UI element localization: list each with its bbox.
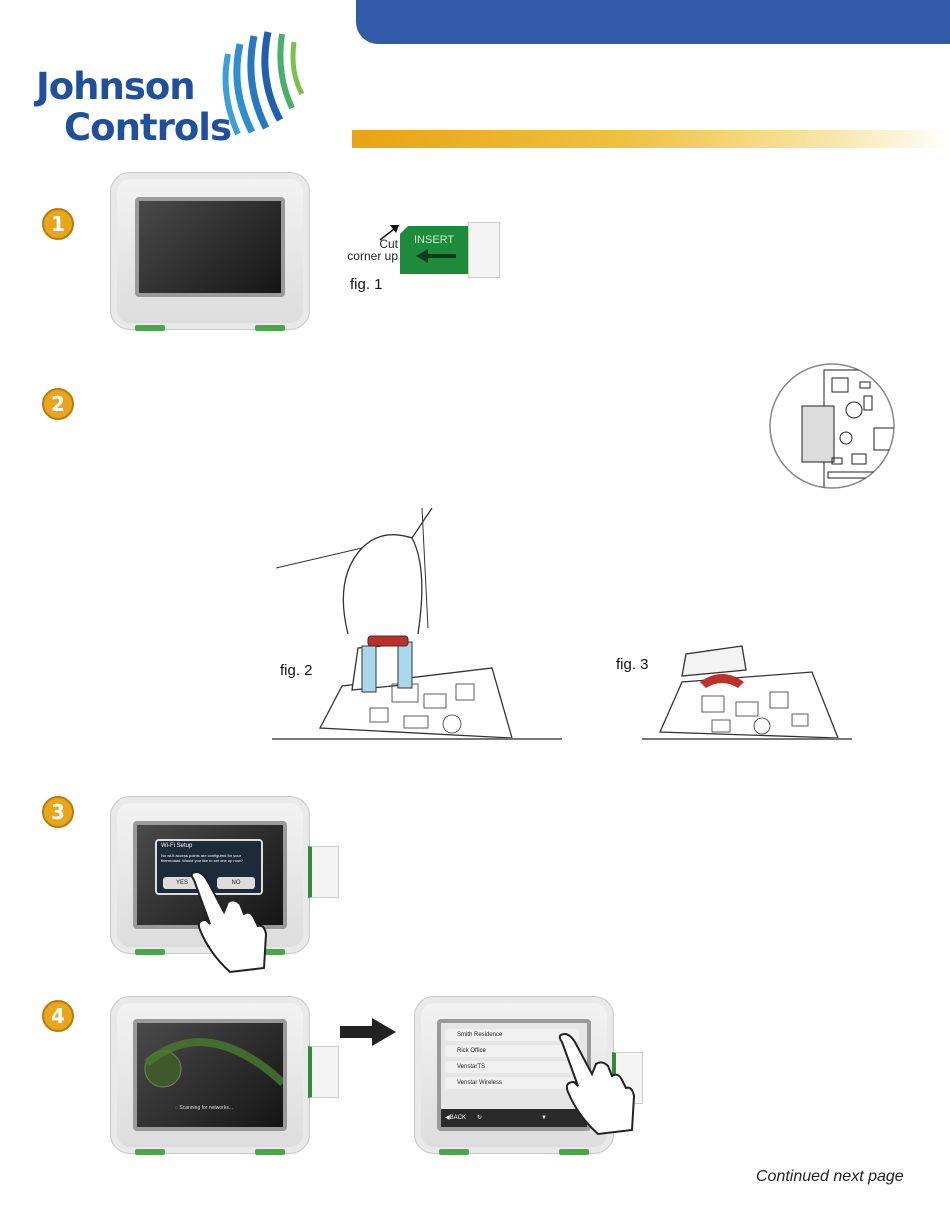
- header-blue-bar: [356, 0, 950, 44]
- step-3-badge: 3: [42, 796, 74, 828]
- header-gold-bar: [352, 130, 950, 148]
- thermostat-screen: [135, 197, 285, 297]
- device-foot-left: [135, 325, 165, 331]
- network-name: Rick Office: [457, 1048, 486, 1054]
- step-4-badge: 4: [42, 1000, 74, 1032]
- thermostat-device-4a: ◌ Scanning for networks...: [110, 996, 310, 1154]
- corner-up-text: corner up: [334, 250, 398, 262]
- logo-swoosh-icon: [218, 24, 310, 142]
- installed-module-tab: [308, 846, 339, 898]
- logo-line-2: Controls: [36, 107, 231, 148]
- dialog-title: Wi-Fi Setup: [161, 843, 192, 849]
- back-button[interactable]: ◀BACK: [445, 1111, 466, 1125]
- card-insert-label: INSERT: [414, 234, 454, 246]
- pointing-hand-icon: [180, 868, 270, 978]
- wifi-module-card: INSERT: [400, 226, 470, 274]
- thermostat-device-1: [110, 172, 310, 330]
- johnson-controls-logo: Johnson Controls: [36, 66, 231, 148]
- scanning-label: Scanning for networks...: [179, 1105, 233, 1111]
- device-foot-left: [135, 1149, 165, 1155]
- scroll-down-icon[interactable]: ▼: [541, 1111, 547, 1125]
- step-2-badge: 2: [42, 388, 74, 420]
- step-1-badge: 1: [42, 208, 74, 240]
- device-foot-left: [135, 949, 165, 955]
- arrow-right-icon: [340, 1018, 398, 1046]
- card-edge: [468, 222, 500, 278]
- scanning-text: ◌ Scanning for networks...: [175, 1105, 279, 1111]
- pointing-hand-icon: [548, 1030, 638, 1140]
- device-foot-left: [439, 1149, 469, 1155]
- thermostat-screen-scanning: ◌ Scanning for networks...: [133, 1019, 287, 1131]
- fig-3-module-installed: [642, 642, 852, 744]
- network-name: Venstar Wireless: [457, 1080, 502, 1086]
- circuit-board-closeup: [768, 362, 896, 490]
- device-foot-right: [559, 1149, 589, 1155]
- dialog-message: No wi-fi access points are configured fo…: [161, 853, 257, 863]
- arrow-left-icon: [414, 248, 458, 264]
- device-foot-right: [255, 325, 285, 331]
- installed-module-tab: [308, 1046, 339, 1098]
- logo-line-1: Johnson: [36, 65, 195, 108]
- fig-1-label: fig. 1: [350, 276, 383, 293]
- network-name: Smith Residence: [457, 1032, 502, 1038]
- globe-swoosh-graphic: [137, 1023, 283, 1127]
- network-name: VenstarTS: [457, 1064, 485, 1070]
- device-foot-right: [255, 1149, 285, 1155]
- fig-2-hand-inserting-module: [272, 508, 562, 744]
- continued-next-page: Continued next page: [756, 1168, 904, 1186]
- refresh-icon[interactable]: ↻: [477, 1111, 482, 1125]
- back-label: BACK: [450, 1115, 466, 1121]
